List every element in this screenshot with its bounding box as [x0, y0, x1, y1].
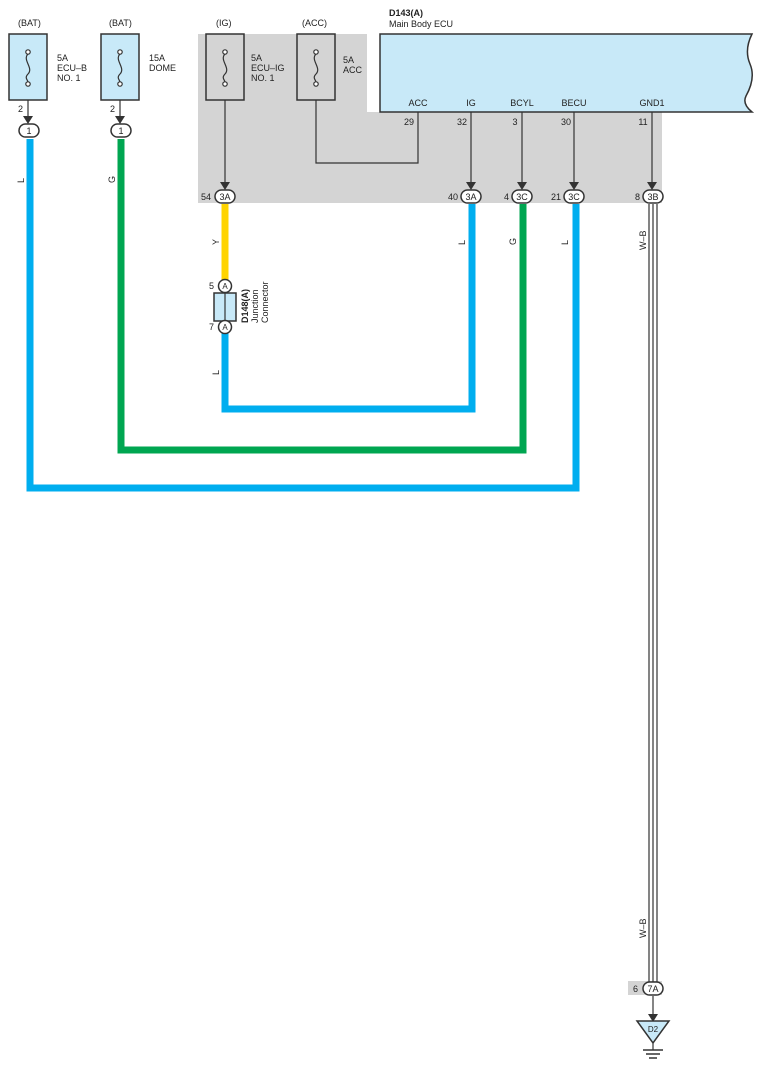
connector-pin: 7	[209, 322, 214, 332]
fuse-icon	[117, 49, 123, 87]
fuse-box-acc	[296, 33, 336, 101]
connector-label: 3B	[647, 192, 658, 202]
fuse-rating: 5A	[343, 55, 354, 65]
ecu-terminal-name: BCYL	[510, 98, 534, 108]
connector-pin: 8	[635, 192, 640, 202]
fuse-box-dome	[100, 33, 140, 101]
fuse-name: ECU–B	[57, 63, 87, 73]
connector-label: 3C	[568, 192, 580, 202]
fuse-icon	[25, 49, 31, 87]
connector-label: A	[222, 282, 228, 291]
junction-name: Junction	[250, 289, 260, 323]
wire-color-label: Y	[211, 239, 221, 245]
wire-blue-junction	[221, 204, 476, 413]
ecu-terminal-name: IG	[466, 98, 476, 108]
ground-wire	[648, 204, 658, 1022]
connector-pin: 5	[209, 281, 214, 291]
fuse-rating: 5A	[57, 53, 68, 63]
ecu-terminal-name: BECU	[561, 98, 586, 108]
fuse-pin: 2	[18, 104, 23, 114]
ecu-terminal-pin: 32	[457, 117, 467, 127]
fuse-source: (ACC)	[302, 18, 327, 28]
ecu-terminal-pin: 11	[638, 117, 647, 127]
wire-green-dome	[117, 139, 527, 454]
connector-pin: 21	[551, 192, 561, 202]
fuse-connector: 1	[110, 123, 132, 138]
junction-connector: 3A 40	[448, 189, 482, 204]
ecu-box	[379, 33, 755, 113]
connector-pin: 54	[201, 192, 211, 202]
junction-connector: 3A 54	[201, 189, 236, 204]
ecu-terminal-pin: 29	[404, 117, 414, 127]
junction-connector: 3B 8	[635, 189, 664, 204]
ecu-terminal-pin: 30	[561, 117, 571, 127]
arrowheads	[23, 116, 657, 190]
fuse-pin: 2	[110, 104, 115, 114]
connector-label: 3A	[219, 192, 230, 202]
ecu-name: Main Body ECU	[389, 19, 453, 29]
ecu-terminal-name: ACC	[408, 98, 428, 108]
fuse-source: (BAT)	[18, 18, 41, 28]
fuse-icon	[222, 49, 228, 87]
connector-pin: 40	[448, 192, 458, 202]
wire-color-label: L	[16, 178, 26, 183]
fuse-name: NO. 1	[57, 73, 81, 83]
junction-code: D148(A)	[240, 289, 250, 323]
connector-pin: 6	[633, 984, 638, 994]
wire-color-label: W–B	[638, 918, 648, 938]
wire-color-label: G	[508, 238, 518, 245]
fuse-rating: 15A	[149, 53, 165, 63]
connector-label: 7A	[647, 984, 658, 994]
fuse-source: (IG)	[216, 18, 232, 28]
junction-connector-d148: A A 5 7	[209, 278, 237, 335]
ecu-terminal-name: GND1	[639, 98, 664, 108]
fuse-icon	[313, 49, 319, 87]
wire-blue-ecu-b	[26, 139, 580, 492]
ecu-code: D143(A)	[389, 8, 423, 18]
fuse-name: ACC	[343, 65, 363, 75]
connector-label: 3C	[516, 192, 528, 202]
connector-label: 1	[118, 126, 123, 136]
ground-point-label: D2	[648, 1025, 659, 1034]
colored-wires	[26, 139, 580, 492]
fuse-name: NO. 1	[251, 73, 275, 83]
fuse-name: DOME	[149, 63, 176, 73]
fuse-rating: 5A	[251, 53, 262, 63]
ground-icon: D2	[635, 1020, 671, 1059]
fuse-connector: 1	[18, 123, 40, 138]
connector-pin: 4	[504, 192, 509, 202]
connector-label: A	[222, 323, 228, 332]
connector-label: 1	[26, 126, 31, 136]
wire-color-label: L	[560, 240, 570, 245]
fuse-box-ecu-ig	[205, 33, 245, 101]
fuse-name: ECU–IG	[251, 63, 285, 73]
junction-connector: 3C 21	[551, 189, 585, 204]
arrowhead	[648, 1014, 658, 1022]
wire-color-label: G	[107, 176, 117, 183]
fuse-source: (BAT)	[109, 18, 132, 28]
ecu-terminal-pin: 3	[512, 117, 517, 127]
ground-connector: 7A 6	[633, 981, 664, 996]
wire-color-label: L	[211, 370, 221, 375]
fuse-boxes	[8, 33, 336, 101]
junction-name: Connector	[260, 281, 270, 323]
fuse-icons	[25, 49, 319, 87]
wire-color-label: W–B	[638, 230, 648, 250]
fuse-box-ecu-b	[8, 33, 48, 101]
wire-color-label: L	[457, 240, 467, 245]
junction-connector: 3C 4	[504, 189, 533, 204]
connector-label: 3A	[465, 192, 476, 202]
